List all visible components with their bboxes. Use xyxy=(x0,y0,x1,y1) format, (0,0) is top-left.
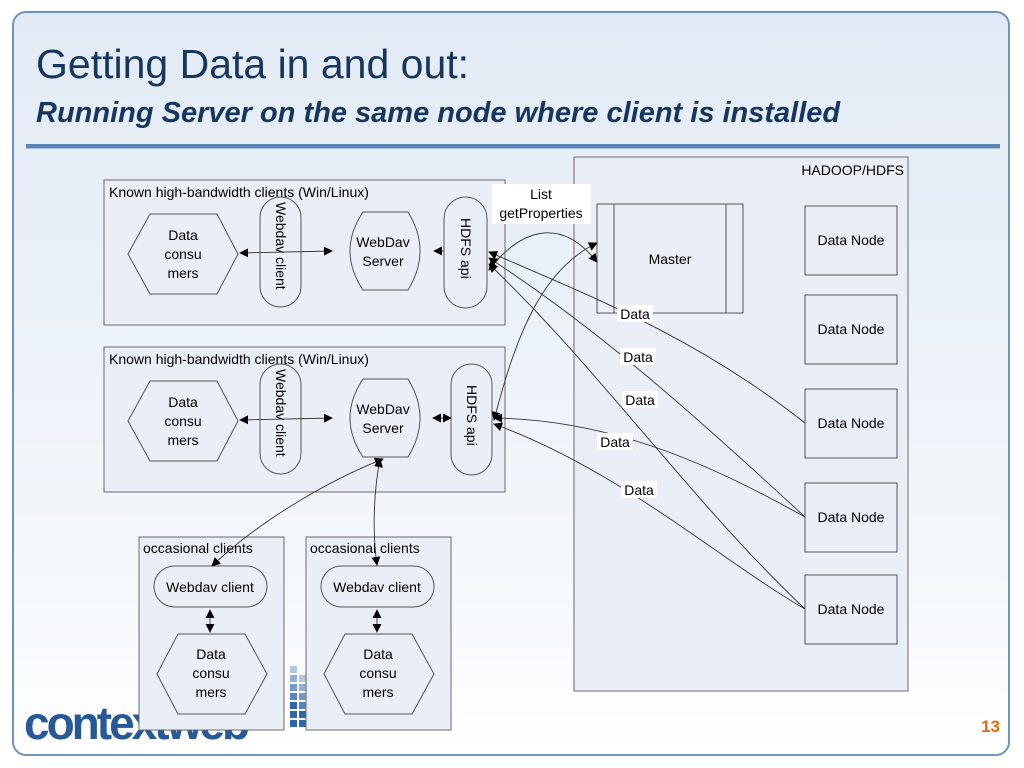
svg-text:consu: consu xyxy=(164,413,201,429)
occasional-client-group-left: occasional clients Webdav client Data co… xyxy=(138,536,285,731)
connector xyxy=(493,422,806,610)
svg-text:mers: mers xyxy=(167,432,198,448)
hdfs-api: HDFS api xyxy=(450,363,493,476)
connector xyxy=(488,263,806,610)
data-node: Data Node xyxy=(804,294,898,365)
data-consumers: Data consu mers xyxy=(127,213,239,295)
connector xyxy=(488,251,806,424)
client-group-label: Known high-bandwidth clients (Win/Linux) xyxy=(109,184,369,200)
hadoop-label: HADOOP/HDFS xyxy=(801,162,904,178)
client-group-middle: Known high-bandwidth clients (Win/Linux)… xyxy=(103,346,506,493)
svg-text:getProperties: getProperties xyxy=(499,205,582,221)
data-consumers: Data consu mers xyxy=(323,633,435,715)
svg-text:WebDav: WebDav xyxy=(356,401,409,417)
title-divider xyxy=(26,144,1000,149)
connectors xyxy=(205,232,806,633)
svg-text:Webdav client: Webdav client xyxy=(273,369,289,457)
connector xyxy=(211,457,384,567)
svg-text:Data: Data xyxy=(620,306,650,322)
svg-text:consu: consu xyxy=(359,665,396,681)
data-node: Data Node xyxy=(804,388,898,459)
webdav-server: WebDav Server xyxy=(349,378,421,458)
svg-text:Webdav client: Webdav client xyxy=(273,202,289,290)
svg-text:Data: Data xyxy=(625,392,655,408)
svg-text:Data: Data xyxy=(168,227,198,243)
data-consumers: Data consu mers xyxy=(127,380,239,462)
connector xyxy=(239,413,333,425)
data-node-label: Data Node xyxy=(818,601,885,617)
svg-text:mers: mers xyxy=(362,684,393,700)
svg-text:Server: Server xyxy=(362,420,404,436)
svg-text:Data: Data xyxy=(168,394,198,410)
svg-text:HDFS api: HDFS api xyxy=(464,385,480,446)
svg-text:WebDav: WebDav xyxy=(356,234,409,250)
occasional-label: occasional clients xyxy=(310,540,420,556)
svg-text:Server: Server xyxy=(362,253,404,269)
svg-text:Data: Data xyxy=(363,646,393,662)
webdav-client: Webdav client xyxy=(153,565,268,608)
svg-text:Data: Data xyxy=(196,646,226,662)
client-group-top: Known high-bandwidth clients (Win/Linux)… xyxy=(103,179,506,326)
list-properties-label: List getProperties xyxy=(492,184,591,224)
slide-title: Getting Data in and out: xyxy=(36,41,470,87)
data-node-label: Data Node xyxy=(818,232,885,248)
data-node-label: Data Node xyxy=(818,415,885,431)
data-edge-label: Data xyxy=(622,391,658,408)
svg-text:consu: consu xyxy=(164,246,201,262)
slide-subtitle: Running Server on the same node where cl… xyxy=(36,97,841,129)
data-edge-label: Data xyxy=(620,348,656,365)
svg-text:List: List xyxy=(530,186,552,202)
client-group-label: Known high-bandwidth clients (Win/Linux) xyxy=(109,351,369,367)
master-label: Master xyxy=(649,251,692,267)
data-node-label: Data Node xyxy=(818,321,885,337)
connector xyxy=(239,246,333,258)
svg-text:Data: Data xyxy=(624,482,654,498)
connector xyxy=(491,242,598,421)
occasional-label: occasional clients xyxy=(143,540,253,556)
webdav-client: Webdav client xyxy=(320,565,435,608)
data-node: Data Node xyxy=(804,574,898,645)
svg-text:mers: mers xyxy=(195,684,226,700)
master-node: Master xyxy=(596,203,744,314)
connector xyxy=(488,257,806,518)
data-consumers: Data consu mers xyxy=(156,633,268,715)
svg-text:HDFS api: HDFS api xyxy=(458,218,474,279)
svg-text:Webdav client: Webdav client xyxy=(333,579,421,595)
occasional-client-group-right: occasional clients Webdav client Data co… xyxy=(305,536,452,731)
hdfs-api: HDFS api xyxy=(443,196,488,309)
svg-text:consu: consu xyxy=(192,665,229,681)
svg-text:Data: Data xyxy=(600,434,630,450)
data-edge-label: Data xyxy=(621,481,657,498)
data-edge-label: Data xyxy=(617,305,653,322)
data-node: Data Node xyxy=(804,205,898,276)
svg-text:Webdav client: Webdav client xyxy=(166,579,254,595)
page-number: 13 xyxy=(981,717,1000,736)
svg-text:Data: Data xyxy=(623,349,653,365)
connector xyxy=(371,458,383,566)
webdav-server: WebDav Server xyxy=(349,211,421,291)
data-node: Data Node xyxy=(804,482,898,553)
data-edge-label: Data xyxy=(597,433,633,450)
svg-text:mers: mers xyxy=(167,265,198,281)
data-node-label: Data Node xyxy=(818,509,885,525)
connector xyxy=(493,413,806,518)
